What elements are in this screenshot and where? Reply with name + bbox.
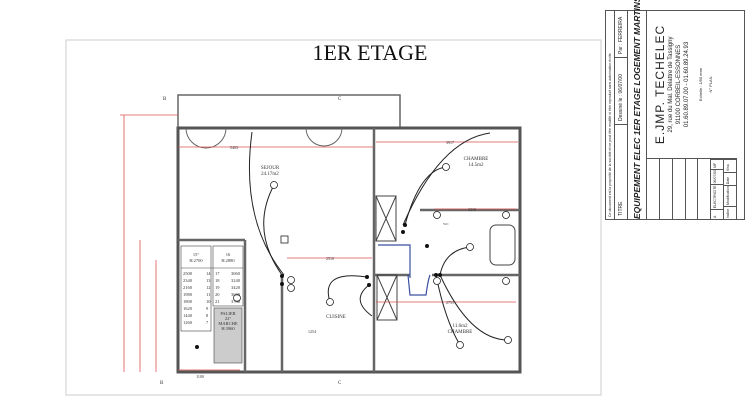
copyright-notice: Ce document est la propriété de la socié… (606, 11, 615, 219)
stair-step-label: 19 (215, 285, 220, 290)
cupboards (375, 195, 516, 321)
plumbing-lines (378, 244, 431, 296)
stair-step-label: 9 (206, 306, 209, 311)
section-marks: B C C B (160, 97, 342, 386)
stair-step-label: 2160 (183, 285, 193, 290)
sheet-border (65, 39, 602, 396)
section-mark: B (160, 381, 164, 386)
section-mark: B (163, 97, 167, 102)
stair-step-label: 21 (215, 299, 220, 304)
landing-2: 22° (225, 316, 232, 321)
dimension-labels: 5403 3917 2210 2510 1100 1254 2751 (196, 140, 476, 379)
stair-step-label: 3060 (231, 271, 241, 276)
stair-step-label: 13 (206, 278, 211, 283)
balcony (177, 94, 401, 129)
drawn-date: Dessiné le : 06/07/00 (615, 57, 627, 124)
col-modification: Modification (724, 185, 737, 206)
drawn-by: Par : FERREIRA (618, 16, 624, 54)
scale: Echelle : 1/50 eme (698, 67, 703, 102)
stair-right-head: 16 (226, 252, 231, 257)
stair-step-label: 12 (206, 285, 211, 290)
rev-visa: MF (711, 158, 724, 169)
wc-label: WC (443, 222, 449, 226)
landing-4: H.3960 (221, 326, 235, 331)
dim-label: 2751 (446, 300, 454, 305)
stair-step-label: 20 (215, 292, 220, 297)
plan-number: N° PLAN (708, 76, 713, 93)
room-name: CHAMBRE (464, 157, 489, 162)
titre-label: TITRE (615, 124, 627, 219)
stair-step-label: 1980 (183, 292, 193, 297)
switch-symbols (195, 223, 442, 349)
company-city: 91100 CORBEIL-ESSONNES (676, 44, 682, 125)
stair-step-label: 11 (206, 292, 210, 297)
col-visa: Visa (724, 158, 737, 173)
company-info: E.JMP. TECHELEC 29, rue du Mal. Delattre… (647, 11, 737, 158)
stair-right-height: H.2880 (221, 258, 235, 263)
stair-left-head: 15° (193, 252, 200, 257)
company-phone: 01.60.89.07.00 - 01.60.89.24.93 (684, 41, 690, 128)
room-name: CUISINE (326, 315, 346, 320)
col-date: Date (724, 172, 737, 186)
outlet-symbols (233, 163, 512, 349)
room-area: 14.5m2 (468, 163, 484, 168)
dim-label: 5403 (230, 145, 238, 150)
room-area: 11.6m2 (453, 324, 468, 329)
col-indice: Indice (724, 205, 737, 219)
stair-step-label: 3420 (231, 285, 241, 290)
dim-label: 1254 (308, 329, 316, 334)
rev-date: 06/07/00 (711, 168, 724, 185)
room-area: 24.17m2 (261, 172, 279, 177)
stair-step-label: 2500 (183, 271, 193, 276)
dim-label: 2510 (326, 256, 334, 261)
project-title: EQUIPEMENT ELEC 1ER ETAGE LOGEMENT MARTI… (628, 0, 647, 219)
landing-1: PALIER (220, 311, 235, 316)
company-address: 29, rue du Mal. Delattre de Tassigny (668, 36, 674, 133)
rev-index: A (711, 209, 724, 219)
stair-left-height: H.2700 (189, 258, 203, 263)
page-title: 1ER ETAGE (312, 40, 428, 65)
company-name: E.JMP. TECHELEC (653, 24, 667, 145)
rev-mod: ELECTRICITE (711, 184, 724, 210)
stair-step-label: 8 (206, 313, 209, 318)
dimension-lines (120, 114, 518, 372)
outer-wall (176, 126, 522, 374)
stair-labels: 15° H.2700 16 H.2880 2500 14 2340 13 2160 12 1… (183, 252, 241, 331)
stair-step-label: 7 (206, 320, 209, 325)
title-row: TITRE Dessiné le : 06/07/00 Par : FERREI… (615, 11, 628, 219)
stair-step-label: 18 (215, 278, 220, 283)
section-mark: C (338, 97, 342, 102)
staircase (180, 245, 244, 364)
stair-step-label: 14 (206, 271, 211, 276)
stair-step-label: 1620 (183, 306, 193, 311)
stair-step-label: 3600 (231, 292, 241, 297)
junction-box-icon (280, 235, 289, 244)
stair-step-label: 3240 (231, 278, 241, 283)
room-labels: SEJOUR 24.17m2 CHAMBRE 14.5m2 CUISINE 11… (261, 157, 489, 335)
dim-label: 1100 (196, 374, 204, 379)
stair-step-label: 3780 (231, 299, 241, 304)
dim-label: 3917 (446, 140, 454, 145)
stair-step-label: 1440 (183, 313, 193, 318)
room-name: CHAMBRE (448, 330, 473, 335)
stair-step-label: 17 (215, 271, 220, 276)
dim-label: 2210 (468, 207, 476, 212)
title-block: Ce document est la propriété de la socié… (605, 0, 745, 220)
stair-step-label: 10 (206, 299, 211, 304)
room-name: SEJOUR (261, 166, 280, 171)
section-mark: C (338, 381, 342, 386)
landing-3: MARCHE (218, 321, 238, 326)
stair-step-label: 2340 (183, 278, 193, 283)
door-swings (185, 127, 343, 149)
stair-step-label: 1260 (183, 320, 193, 325)
stair-step-label: 1800 (183, 299, 193, 304)
